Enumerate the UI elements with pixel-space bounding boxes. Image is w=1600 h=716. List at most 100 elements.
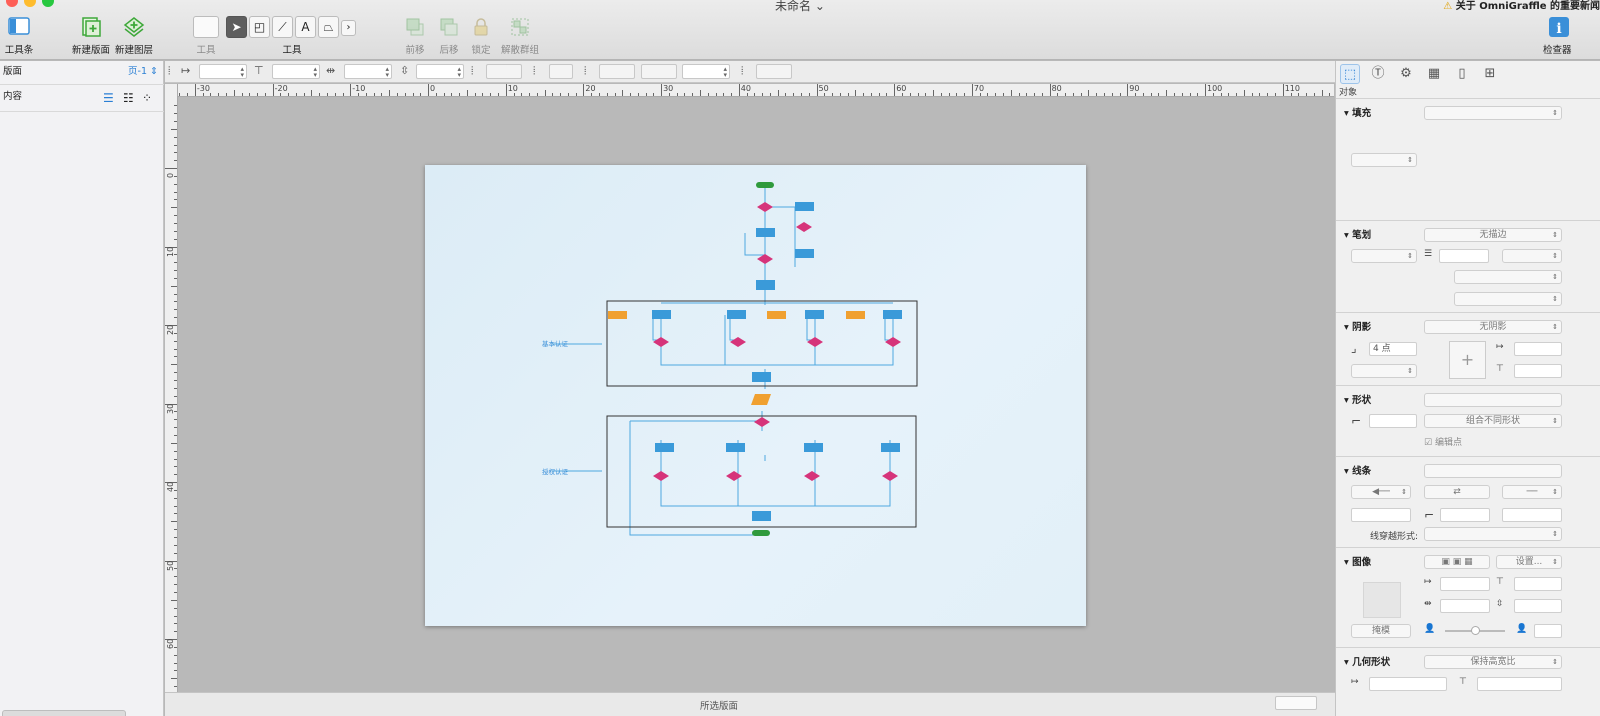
io-box[interactable] bbox=[846, 311, 865, 319]
stroke-style-popup[interactable] bbox=[599, 64, 635, 79]
decision-diamond[interactable] bbox=[754, 417, 770, 427]
zoom-button[interactable] bbox=[42, 0, 54, 7]
height-field[interactable]: ▴▾ bbox=[416, 64, 464, 79]
page-selector[interactable]: 页-1 ⇕ bbox=[128, 66, 158, 77]
news-notice[interactable]: ⚠ 关于 OmniGraffle 的重要新闻 bbox=[1443, 1, 1600, 12]
shadow-y-field[interactable] bbox=[1514, 364, 1562, 378]
process-box[interactable] bbox=[805, 310, 824, 319]
end-terminal[interactable] bbox=[752, 530, 770, 536]
process-box[interactable] bbox=[795, 202, 814, 211]
swap-ends-button[interactable]: ⇄ bbox=[1424, 485, 1490, 499]
decision-diamond[interactable] bbox=[726, 471, 742, 481]
decision-diamond[interactable] bbox=[796, 222, 812, 232]
width-field[interactable]: ▴▾ bbox=[344, 64, 392, 79]
fill-header[interactable]: ▾ 填充 bbox=[1344, 108, 1372, 119]
io-box[interactable] bbox=[608, 311, 627, 319]
shape-tool[interactable]: ◰ bbox=[249, 16, 270, 38]
line-hop-popup[interactable]: ⇕ bbox=[1424, 527, 1562, 541]
fill-color-popup[interactable]: ⇕ bbox=[1351, 153, 1417, 167]
style-tray-button[interactable] bbox=[193, 16, 219, 38]
y-position-field[interactable]: ▴▾ bbox=[272, 64, 320, 79]
group1-frame[interactable] bbox=[606, 300, 918, 387]
decision-diamond[interactable] bbox=[653, 337, 669, 347]
decision-diamond[interactable] bbox=[885, 337, 901, 347]
keep-ratio-popup[interactable]: 保持高宽比⇕ bbox=[1424, 655, 1562, 669]
fill-type-popup[interactable]: ⇕ bbox=[1424, 106, 1562, 120]
corner-radius-field[interactable] bbox=[1369, 414, 1417, 428]
image-opacity-field[interactable] bbox=[1534, 624, 1562, 638]
layout-tab-icon[interactable]: ⊞ bbox=[1484, 66, 1496, 81]
image-y-field[interactable] bbox=[1514, 577, 1562, 591]
stroke-width-field[interactable] bbox=[1439, 249, 1489, 263]
diagram-page[interactable]: 基本认证 授权认证 bbox=[425, 165, 1086, 626]
decision-diamond[interactable] bbox=[882, 471, 898, 481]
shadow-offset-pad[interactable]: + bbox=[1449, 341, 1486, 379]
line-type-popup[interactable] bbox=[1424, 464, 1562, 478]
image-width-field[interactable] bbox=[1440, 599, 1490, 613]
image-fit-buttons[interactable]: ▣ ▣ ▦ bbox=[1424, 555, 1490, 569]
stroke-cap-popup[interactable]: ⇕ bbox=[1454, 270, 1562, 284]
stroke-join-popup[interactable]: ⇕ bbox=[1454, 292, 1562, 306]
group2-frame[interactable] bbox=[606, 415, 917, 528]
image-height-field[interactable] bbox=[1514, 599, 1562, 613]
process-box[interactable] bbox=[727, 310, 746, 319]
text-tool[interactable]: A bbox=[295, 16, 316, 38]
canvas-area[interactable]: 基本认证 授权认证 bbox=[178, 97, 1334, 692]
document-tab-icon[interactable]: ▯ bbox=[1458, 66, 1466, 81]
line-tail-scale-field[interactable] bbox=[1351, 508, 1411, 522]
geometry-y-field[interactable] bbox=[1477, 677, 1562, 691]
io-box[interactable] bbox=[767, 311, 786, 319]
line-curve-field[interactable] bbox=[1440, 508, 1490, 522]
fill-color-well[interactable] bbox=[549, 64, 573, 79]
line-tool[interactable]: ⟋ bbox=[272, 16, 293, 38]
shadow-header[interactable]: ▾ 阴影 bbox=[1344, 322, 1372, 333]
properties-tab-icon[interactable]: ⚙ bbox=[1400, 66, 1412, 81]
shadow-popup[interactable] bbox=[756, 64, 792, 79]
shape-header[interactable]: ▾ 形状 bbox=[1344, 395, 1372, 406]
process-box[interactable] bbox=[756, 280, 775, 290]
decision-diamond[interactable] bbox=[757, 202, 773, 212]
image-well[interactable] bbox=[1363, 582, 1401, 618]
decision-diamond[interactable] bbox=[653, 471, 669, 481]
edit-points-checkbox[interactable]: ☑ 编辑点 bbox=[1424, 438, 1462, 448]
line-head-popup[interactable]: ── ⇕ bbox=[1502, 485, 1562, 499]
image-header[interactable]: ▾ 图像 bbox=[1344, 557, 1372, 568]
line-head-scale-field[interactable] bbox=[1502, 508, 1562, 522]
image-settings-popup[interactable]: 设置...⇕ bbox=[1496, 555, 1562, 569]
object-tab-icon[interactable]: ⬚ bbox=[1340, 64, 1360, 84]
minimize-button[interactable] bbox=[24, 0, 36, 7]
shadow-x-field[interactable] bbox=[1514, 342, 1562, 356]
process-box[interactable] bbox=[881, 443, 900, 452]
process-box[interactable] bbox=[726, 443, 745, 452]
pen-tool[interactable]: ⏢ bbox=[318, 16, 339, 38]
process-box[interactable] bbox=[652, 310, 671, 319]
stroke-pattern-popup[interactable] bbox=[641, 64, 677, 79]
process-box[interactable] bbox=[752, 511, 771, 521]
list-view-icon[interactable]: ☷ bbox=[123, 91, 134, 105]
outline-view-icon[interactable]: ☰ bbox=[103, 91, 114, 105]
canvas-tab-icon[interactable]: ▦ bbox=[1427, 66, 1441, 81]
more-tools-button[interactable]: › bbox=[341, 20, 356, 36]
image-opacity-slider[interactable] bbox=[1445, 626, 1505, 635]
decision-diamond[interactable] bbox=[804, 471, 820, 481]
process-box[interactable] bbox=[752, 372, 771, 382]
geometry-x-field[interactable] bbox=[1369, 677, 1447, 691]
process-box[interactable] bbox=[804, 443, 823, 452]
stroke-color-popup[interactable]: ⇕ bbox=[1351, 249, 1417, 263]
shadow-color-popup[interactable]: ⇕ bbox=[1351, 364, 1417, 378]
stroke-pattern-popup[interactable]: ⇕ bbox=[1502, 249, 1562, 263]
shadow-type-popup[interactable]: 无阴影⇕ bbox=[1424, 320, 1562, 334]
sidebar-bottom-button[interactable] bbox=[2, 710, 126, 716]
x-position-field[interactable]: ▴▾ bbox=[199, 64, 247, 79]
selection-tool[interactable]: ➤ bbox=[226, 16, 247, 38]
combine-shapes-popup[interactable]: 组合不同形状⇕ bbox=[1424, 414, 1562, 428]
line-tail-popup[interactable]: ◀── ⇕ bbox=[1351, 485, 1411, 499]
text-tab-icon[interactable]: Ⓣ bbox=[1371, 66, 1385, 81]
decision-diamond[interactable] bbox=[730, 337, 746, 347]
stroke-header[interactable]: ▾ 笔划 bbox=[1344, 230, 1372, 241]
start-terminal[interactable] bbox=[756, 182, 774, 188]
shadow-size-field[interactable]: 4 点 bbox=[1369, 342, 1417, 356]
canvas-row[interactable]: 版面 页-1 ⇕ bbox=[0, 61, 164, 85]
shape-type-popup[interactable] bbox=[1424, 393, 1562, 407]
fill-style-popup[interactable] bbox=[486, 64, 522, 79]
